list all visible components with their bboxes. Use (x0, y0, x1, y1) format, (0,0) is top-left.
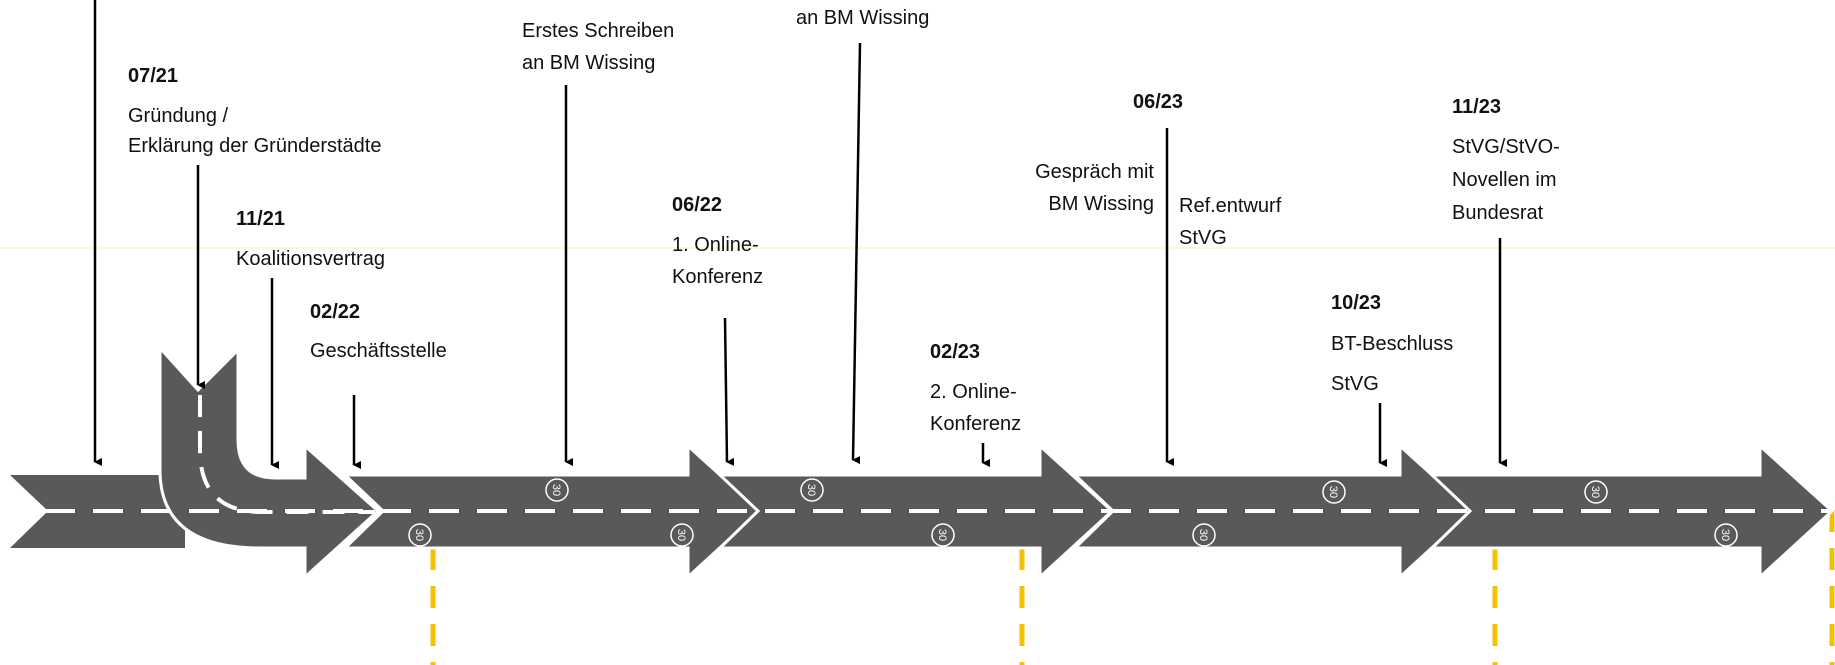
merging-road (160, 348, 378, 577)
event-text: Koalitionsvertrag (236, 248, 385, 270)
event-date: 02/22 (310, 301, 360, 323)
event-date: 10/23 (1331, 292, 1381, 314)
event-date: 11/21 (236, 208, 285, 230)
event-text: StVG (1179, 227, 1227, 249)
event-text: an BM Wissing (522, 52, 655, 74)
event-date: 07/21 (128, 65, 178, 87)
event-text: BM Wissing (1048, 193, 1154, 215)
event-date: 06/23 (1133, 91, 1183, 113)
event-arrow (853, 43, 860, 460)
event-text: Konferenz (930, 413, 1021, 435)
event-text: 2. Online- (930, 381, 1017, 403)
event-date: 06/22 (672, 194, 722, 216)
event-text: Erstes Schreiben (522, 20, 674, 42)
event-text: Konferenz (672, 266, 763, 288)
event-arrows (95, 0, 1500, 465)
speed-sign-text: 30 (550, 484, 562, 496)
event-text: StVG/StVO- (1452, 136, 1560, 158)
speed-sign-text: 30 (805, 484, 817, 496)
speed-sign-text: 30 (936, 529, 948, 541)
event-date: 11/23 (1452, 96, 1501, 118)
event-text: Geschäftsstelle (310, 340, 447, 362)
event-text: Erklärung der Gründerstädte (128, 135, 381, 157)
speed-sign-text: 30 (675, 529, 687, 541)
speed-sign-text: 30 (1197, 529, 1209, 541)
event-arrow (725, 318, 727, 462)
speed-sign-text: 30 (1589, 486, 1601, 498)
speed-sign-text: 30 (1719, 529, 1731, 541)
event-text: StVG (1331, 373, 1379, 395)
event-text: Gründung / (128, 105, 229, 127)
event-text: Bundesrat (1452, 202, 1544, 224)
event-text: Novellen im (1452, 169, 1556, 191)
event-date: 02/23 (930, 341, 980, 363)
event-text: 1. Online- (672, 234, 759, 256)
speed-sign-text: 30 (1327, 486, 1339, 498)
event-text: Gespräch mit (1035, 161, 1154, 183)
event-text: BT-Beschluss (1331, 333, 1453, 355)
event-labels: 07/21 Gründung / Erklärung der Gründerst… (128, 7, 1560, 435)
event-text: Ref.entwurf (1179, 195, 1282, 217)
speed-sign-text: 30 (413, 529, 425, 541)
event-text: an BM Wissing (796, 7, 929, 29)
